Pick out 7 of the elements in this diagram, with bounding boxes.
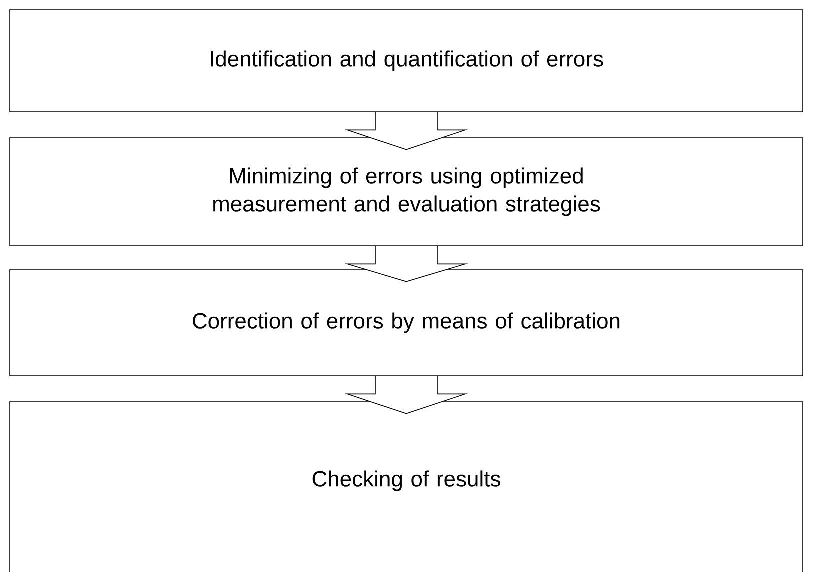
process-box: Correction of errors by means of calibration	[10, 270, 804, 376]
process-box: Checking of results	[10, 402, 804, 572]
block-arrow	[345, 376, 468, 414]
block-arrow	[345, 112, 468, 150]
block-arrow	[344, 246, 468, 282]
process-box: Minimizing of errors using optimized measurement and evaluation strategies	[10, 138, 804, 246]
process-box: Identification and quantification of errors	[10, 10, 804, 112]
